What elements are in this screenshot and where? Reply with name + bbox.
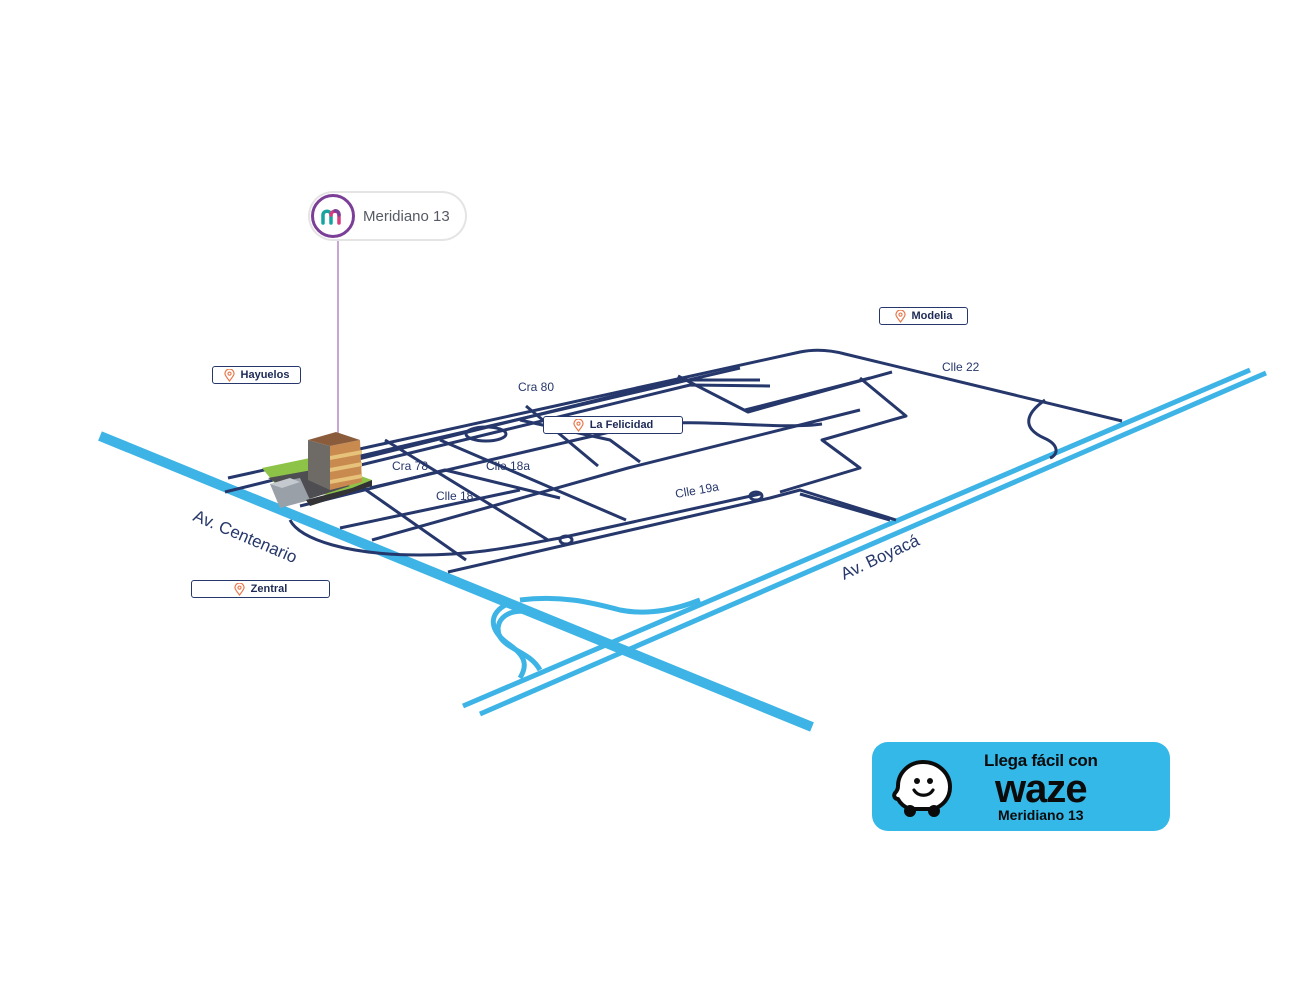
street-cra80-b <box>299 366 741 472</box>
place-label-la-felicidad: La Felicidad <box>589 419 654 431</box>
label-clle-19a: Clle 19a <box>674 479 720 500</box>
place-label-hayuelos: Hayuelos <box>240 369 290 381</box>
street-labels: Cra 80 Cra 78 Clle 18a Clle 18 Clle 19a … <box>392 360 980 503</box>
waze-tagline: Llega fácil con <box>984 750 1098 770</box>
place-tag-modelia[interactable]: Modelia <box>879 307 968 325</box>
street-clle18 <box>339 488 521 530</box>
location-pin-icon <box>223 368 235 382</box>
roundabout-small-1 <box>558 534 574 546</box>
location-pin-icon <box>233 582 245 596</box>
street-cra78 <box>299 468 561 508</box>
place-tag-hayuelos[interactable]: Hayuelos <box>212 366 301 384</box>
location-pin-icon <box>573 418 584 432</box>
project-callout[interactable]: Meridiano 13 <box>310 193 465 239</box>
place-tag-zentral[interactable]: Zentral <box>191 580 330 598</box>
waze-mascot-icon <box>892 759 952 817</box>
place-tag-la-felicidad[interactable]: La Felicidad <box>543 416 683 434</box>
building-stripe-1 <box>330 450 362 460</box>
building-tower-roof <box>308 432 360 446</box>
building-tower-side <box>308 440 330 490</box>
building-stripe-3 <box>330 474 362 484</box>
av-centenario-road <box>98 431 814 732</box>
label-clle-22: Clle 22 <box>942 360 980 374</box>
roundabout <box>464 425 508 443</box>
meridiano-logo-icon <box>311 194 355 238</box>
street-east-curve <box>1027 398 1058 460</box>
label-clle-18: Clle 18 <box>436 489 474 503</box>
interchange-ramp-c <box>519 595 701 615</box>
project-building <box>262 432 372 508</box>
av-boyaca-road-a <box>462 367 1251 709</box>
street-cra80 <box>224 378 760 494</box>
street-link-se <box>799 492 891 522</box>
building-shadow <box>306 480 372 506</box>
street-diag-3 <box>525 404 599 468</box>
street-block-2 <box>779 376 908 494</box>
location-pin-icon <box>894 309 906 323</box>
building-block-gray-top <box>270 478 300 488</box>
waze-wordmark: waze <box>994 766 1088 811</box>
waze-destination: Meridiano 13 <box>998 806 1084 823</box>
street-block-1 <box>677 370 893 414</box>
street-diag-1 <box>384 438 549 542</box>
label-clle-18a: Clle 18a <box>486 459 530 473</box>
label-cra-78: Cra 78 <box>392 459 428 473</box>
place-label-zentral: Zentral <box>250 583 288 595</box>
waze-text-block: Llega fácil con waze Meridiano 13 <box>984 751 1098 823</box>
street-southern-curve <box>288 492 761 557</box>
building-stripe-2 <box>330 462 362 472</box>
waze-navigation-button[interactable]: Llega fácil con waze Meridiano 13 <box>872 742 1170 831</box>
street-clle19a <box>447 488 897 574</box>
street-block-3 <box>744 376 871 412</box>
label-cra-80: Cra 80 <box>518 380 554 394</box>
street-parallel-1 <box>339 383 771 472</box>
callout-project-name: Meridiano 13 <box>363 207 450 225</box>
street-diag-2 <box>439 438 627 522</box>
street-parallel-3 <box>371 408 861 542</box>
place-label-modelia: Modelia <box>911 310 953 322</box>
street-outer-north <box>227 348 1123 480</box>
interchange-loop-b <box>490 599 527 680</box>
av-boyaca-road-b <box>479 370 1267 717</box>
roundabout-small-2 <box>748 490 764 502</box>
main-avenues <box>98 367 1267 732</box>
